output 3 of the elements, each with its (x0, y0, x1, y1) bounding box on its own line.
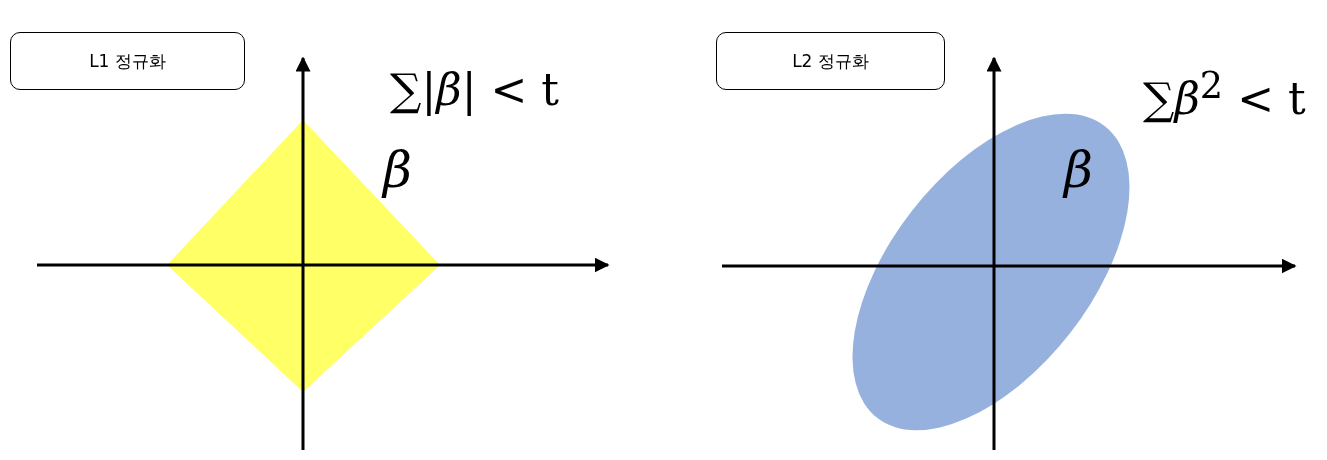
formula-text: ∑β$^{2}$ < t (1143, 68, 1306, 121)
title-box: L1 정규화 (10, 32, 245, 90)
title-box: L2 정규화 (716, 32, 945, 90)
